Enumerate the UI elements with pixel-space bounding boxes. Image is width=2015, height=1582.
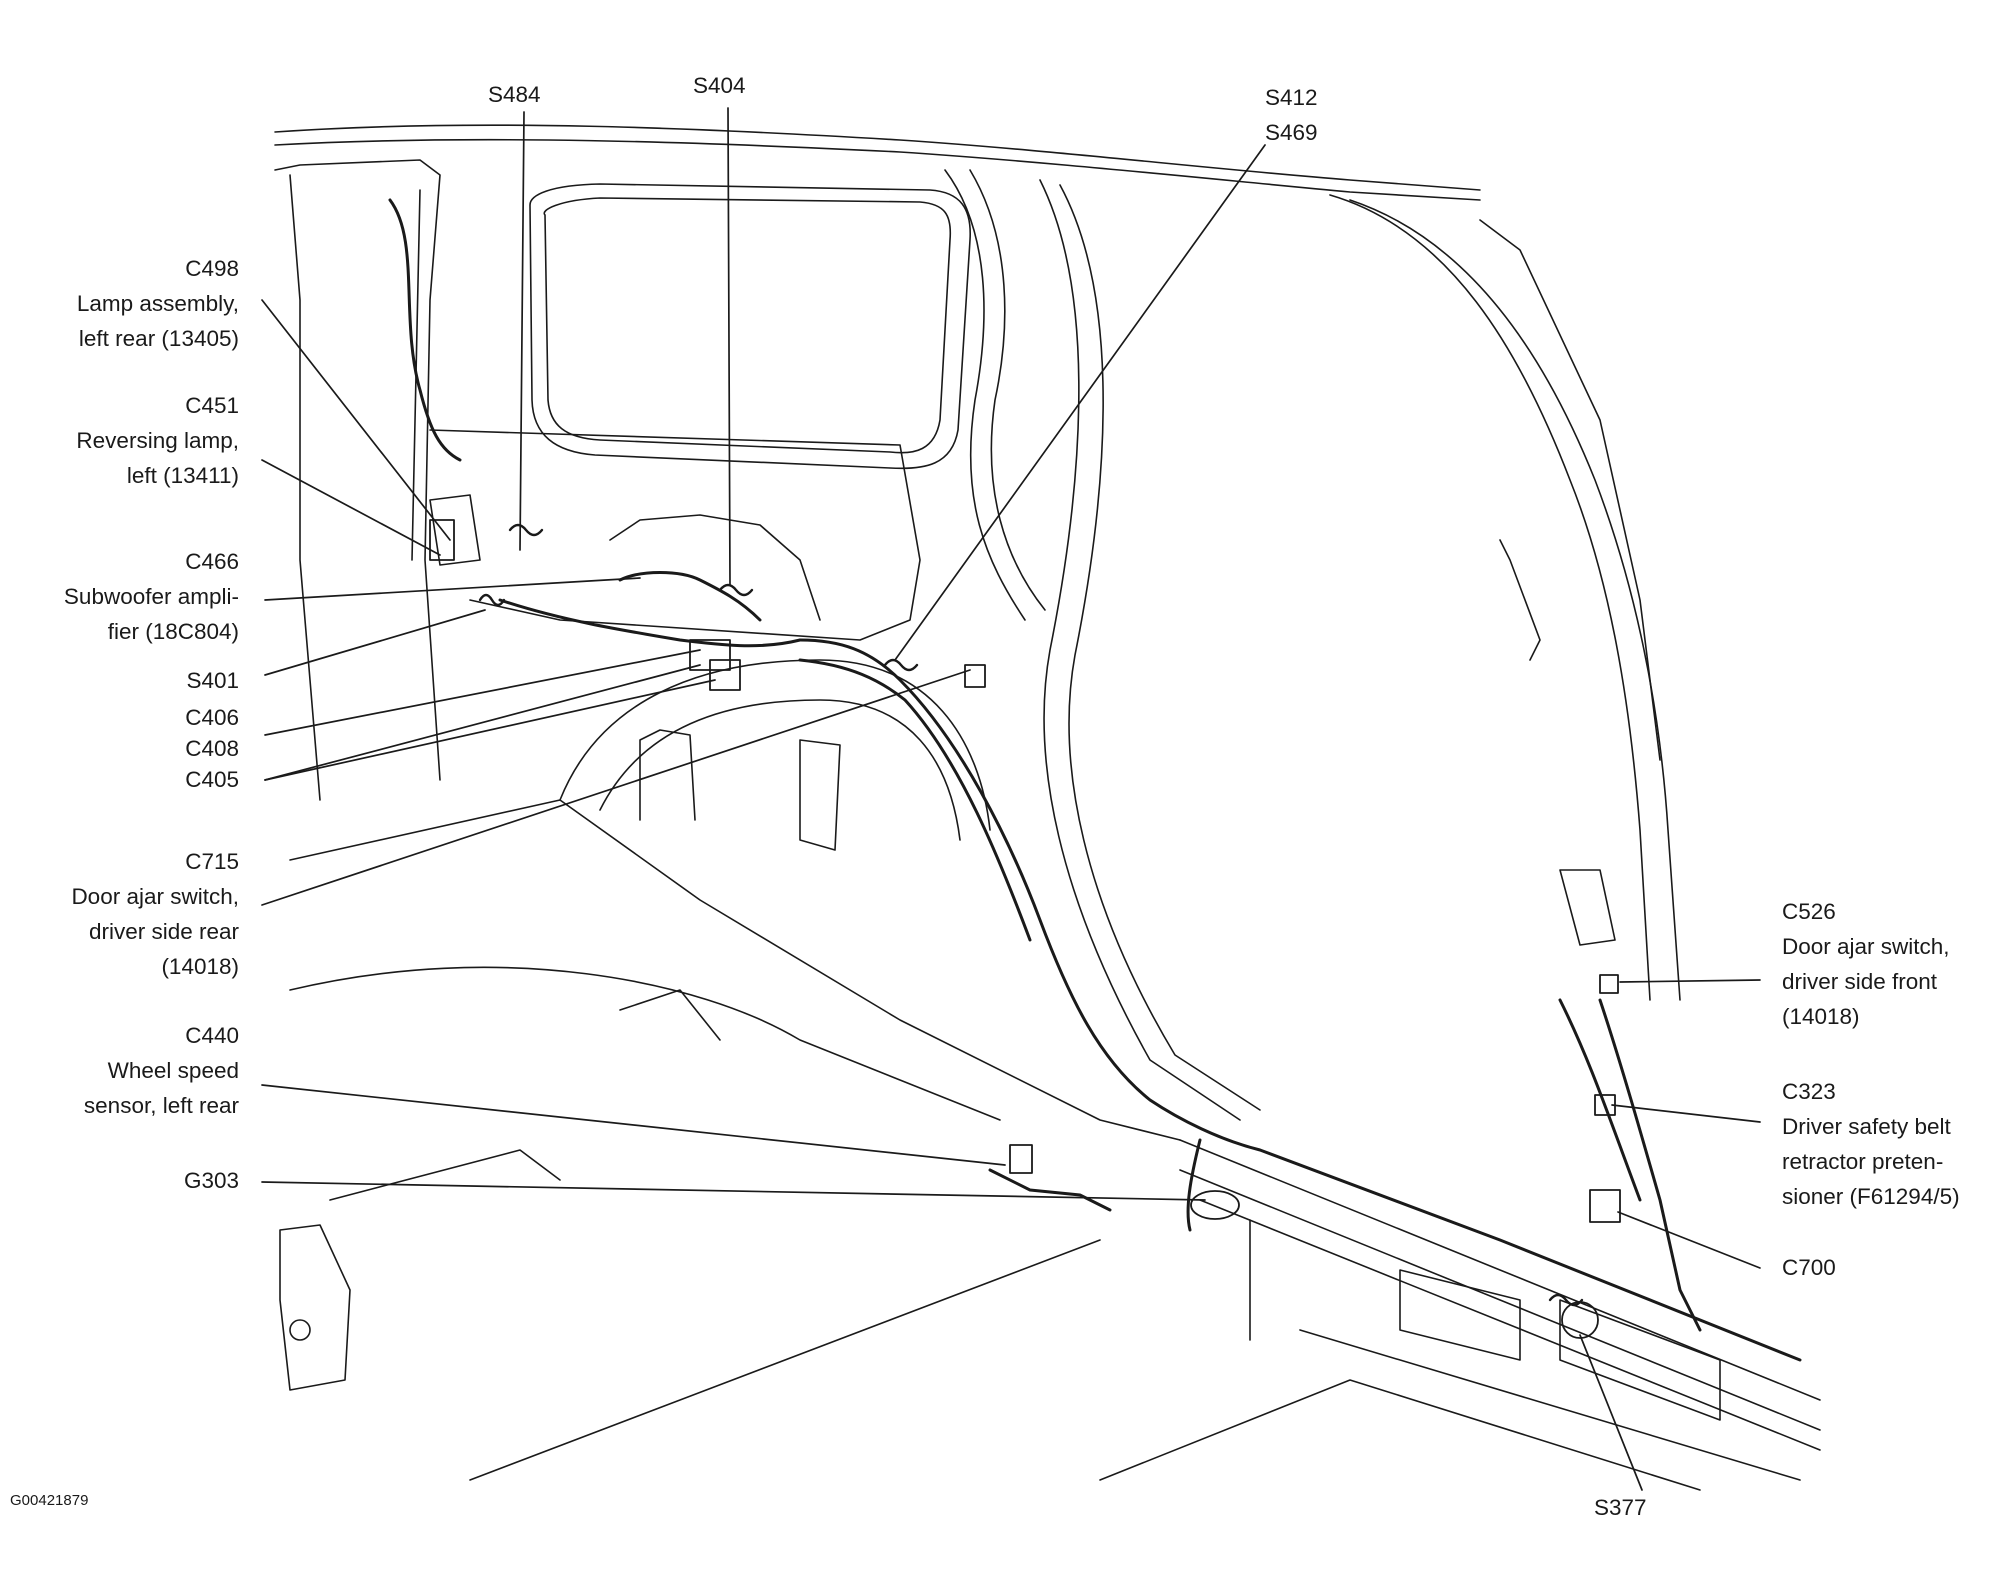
label-c323-desc-1: Driver safety belt bbox=[1782, 1114, 1951, 1139]
label-c466-desc-1: Subwoofer ampli- bbox=[63, 584, 239, 609]
splice-markers bbox=[480, 525, 1582, 1305]
label-c440-desc-2: sensor, left rear bbox=[83, 1093, 239, 1118]
leader-c700 bbox=[1618, 1212, 1760, 1268]
leader-s401 bbox=[265, 610, 485, 675]
label-c498-desc-2: left rear (13405) bbox=[78, 326, 239, 351]
label-c526-desc-3: (14018) bbox=[1782, 1004, 1860, 1029]
label-c440-code: C440 bbox=[185, 1023, 239, 1048]
leader-c405a bbox=[265, 665, 700, 780]
label-c440-desc-1: Wheel speed bbox=[107, 1058, 239, 1083]
label-c715-desc-1: Door ajar switch, bbox=[71, 884, 239, 909]
leader-lines bbox=[262, 108, 1760, 1490]
leader-s377 bbox=[1580, 1335, 1642, 1490]
label-c451-desc-1: Reversing lamp, bbox=[76, 428, 239, 453]
label-c498-desc-1: Lamp assembly, bbox=[76, 291, 239, 316]
label-s412-s469: S412 S469 bbox=[1265, 80, 1318, 150]
label-g303: G303 bbox=[184, 1163, 239, 1198]
label-g303-code: G303 bbox=[183, 1168, 239, 1193]
leader-c451 bbox=[262, 460, 440, 555]
label-c498: C498 Lamp assembly, left rear (13405) bbox=[77, 251, 239, 356]
label-c715-code: C715 bbox=[185, 849, 239, 874]
label-c526-desc-1: Door ajar switch, bbox=[1782, 934, 1950, 959]
label-s404: S404 bbox=[693, 68, 746, 103]
wiring-harness bbox=[390, 200, 1800, 1360]
leader-g303 bbox=[262, 1182, 1205, 1200]
leader-c715 bbox=[262, 670, 970, 905]
label-c700-code: C700 bbox=[1782, 1255, 1836, 1280]
leader-c323 bbox=[1612, 1105, 1760, 1122]
label-s377: S377 bbox=[1594, 1490, 1647, 1525]
label-c526: C526 Door ajar switch, driver side front… bbox=[1782, 894, 1950, 1034]
label-s484-code: S484 bbox=[488, 82, 541, 107]
label-s412-code: S412 bbox=[1265, 85, 1318, 110]
label-c323-desc-3: sioner (F61294/5) bbox=[1782, 1184, 1960, 1209]
vehicle-body bbox=[275, 125, 1820, 1490]
label-c715-desc-3: (14018) bbox=[161, 954, 239, 979]
label-s484: S484 bbox=[488, 77, 541, 112]
leader-c440 bbox=[262, 1085, 1005, 1165]
leader-s404 bbox=[728, 108, 730, 585]
leader-c406 bbox=[265, 650, 700, 735]
label-c451-code: C451 bbox=[185, 393, 239, 418]
leader-c498 bbox=[262, 300, 450, 540]
figure-id: G00421879 bbox=[10, 1492, 89, 1509]
label-c406-code: C406 bbox=[185, 705, 239, 730]
label-c406-c408-c405: C406 C408 C405 bbox=[185, 702, 239, 795]
label-s377-code: S377 bbox=[1594, 1495, 1647, 1520]
label-c440: C440 Wheel speed sensor, left rear bbox=[84, 1018, 239, 1123]
label-c526-desc-2: driver side front bbox=[1782, 969, 1938, 994]
label-c451: C451 Reversing lamp, left (13411) bbox=[76, 388, 239, 493]
label-c323-code: C323 bbox=[1782, 1079, 1836, 1104]
label-c323: C323 Driver safety belt retractor preten… bbox=[1782, 1074, 1960, 1214]
label-c715-desc-2: driver side rear bbox=[88, 919, 239, 944]
label-c715: C715 Door ajar switch, driver side rear … bbox=[71, 844, 239, 984]
label-s469-code: S469 bbox=[1265, 120, 1318, 145]
label-c323-desc-2: retractor preten- bbox=[1782, 1149, 1944, 1174]
label-c466: C466 Subwoofer ampli- fier (18C804) bbox=[64, 544, 239, 649]
label-c408-code: C408 bbox=[185, 736, 239, 761]
leader-c405b bbox=[265, 680, 715, 780]
label-c498-code: C498 bbox=[185, 256, 239, 281]
label-c526-code: C526 bbox=[1782, 899, 1836, 924]
label-c466-code: C466 bbox=[185, 549, 239, 574]
label-c700: C700 bbox=[1782, 1250, 1836, 1285]
label-c405-code: C405 bbox=[185, 767, 239, 792]
label-c451-desc-2: left (13411) bbox=[126, 463, 239, 488]
label-s401-code: S401 bbox=[186, 668, 239, 693]
leader-c526 bbox=[1620, 980, 1760, 982]
label-c466-desc-2: fier (18C804) bbox=[107, 619, 239, 644]
label-s401: S401 bbox=[186, 663, 239, 698]
leader-s412 bbox=[895, 145, 1265, 660]
label-s404-code: S404 bbox=[693, 73, 746, 98]
leader-c466 bbox=[265, 578, 640, 600]
connectors bbox=[430, 520, 1620, 1338]
leader-s484 bbox=[520, 112, 524, 550]
